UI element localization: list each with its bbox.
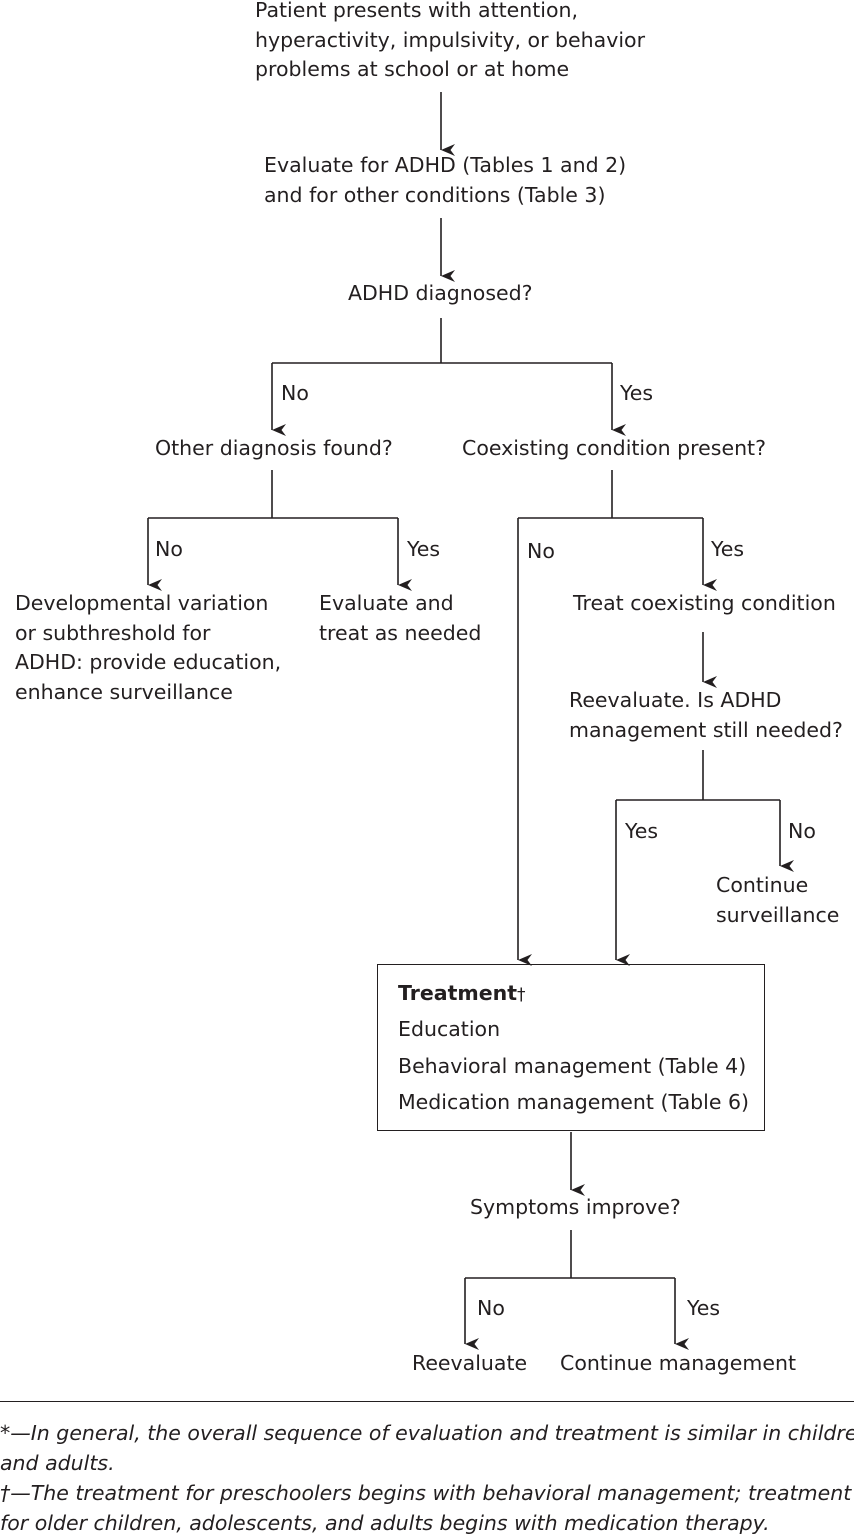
node-patient-presents: Patient presents with attention, hyperac… xyxy=(255,0,646,81)
node-treat-coexisting: Treat coexisting condition xyxy=(573,591,836,615)
footnote-star: *—In general, the overall sequence of ev… xyxy=(0,1421,854,1475)
node-evaluate-adhd: Evaluate for ADHD (Tables 1 and 2) and f… xyxy=(264,153,627,207)
label-yes: Yes xyxy=(687,1296,721,1320)
dagger-mark: † xyxy=(517,985,526,1005)
label-yes: Yes xyxy=(620,381,654,405)
label-no: No xyxy=(477,1296,505,1320)
node-symptoms-improve: Symptoms improve? xyxy=(470,1195,681,1219)
treatment-item: Behavioral management (Table 4) xyxy=(398,1054,747,1078)
footnote-dagger: †—The treatment for preschoolers begins … xyxy=(0,1481,852,1535)
label-yes: Yes xyxy=(625,819,659,843)
node-continue-management: Continue management xyxy=(560,1351,797,1375)
treatment-title: Treatment† xyxy=(398,979,526,1011)
node-reevaluate: Reevaluate xyxy=(412,1351,528,1375)
node-reevaluate-question: Reevaluate. Is ADHD management still nee… xyxy=(569,688,843,742)
label-no: No xyxy=(155,537,183,561)
split-coexisting xyxy=(517,470,717,966)
split-other-diagnosis xyxy=(147,470,412,591)
split-reevaluate xyxy=(615,750,794,966)
treatment-box xyxy=(377,964,765,1131)
node-continue-surveillance: Continue surveillance xyxy=(716,873,840,927)
label-no: No xyxy=(527,539,555,563)
footnote-divider xyxy=(0,1401,854,1402)
node-evaluate-and-treat: Evaluate and treat as needed xyxy=(319,591,482,645)
split-adhd-diagnosed xyxy=(271,318,626,436)
node-adhd-diagnosed: ADHD diagnosed? xyxy=(348,281,533,305)
label-no: No xyxy=(281,381,309,405)
label-no: No xyxy=(788,819,816,843)
treatment-item: Education xyxy=(398,1017,501,1041)
label-yes: Yes xyxy=(711,537,745,561)
label-yes: Yes xyxy=(407,537,441,561)
treatment-item: Medication management (Table 6) xyxy=(398,1090,750,1114)
split-symptoms xyxy=(464,1230,689,1350)
node-coexisting-condition: Coexisting condition present? xyxy=(462,436,766,460)
treatment-title-text: Treatment xyxy=(398,981,518,1005)
node-other-diagnosis: Other diagnosis found? xyxy=(155,436,393,460)
node-developmental-variation: Developmental variation or subthreshold … xyxy=(15,591,282,704)
